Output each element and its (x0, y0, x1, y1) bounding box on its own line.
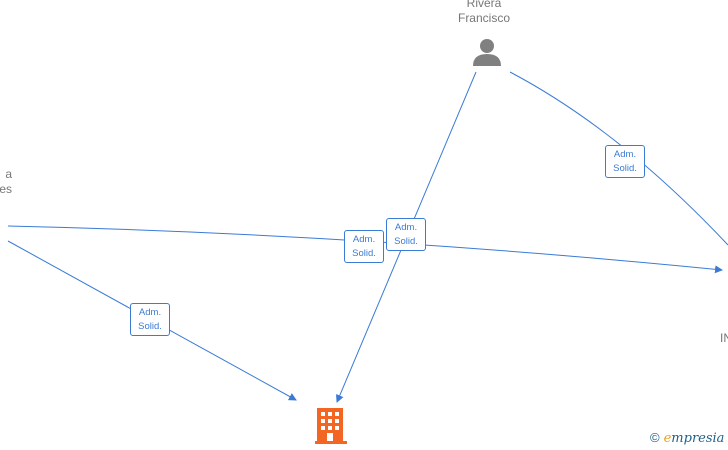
building-icon[interactable] (315, 408, 347, 449)
edge-label-left-company[interactable]: Adm. Solid. (130, 303, 170, 336)
empresia-brand: mpresia (671, 431, 725, 446)
edge-rivera-to-right (509, 71, 728, 246)
edge-label-left-right[interactable]: Adm. Solid. (344, 230, 384, 263)
copyright-symbol: © (650, 430, 660, 445)
node-label-rivera: Rivera Francisco (457, 0, 510, 25)
person-icon[interactable] (472, 37, 502, 72)
node-label-left-partial: a es (0, 167, 12, 196)
edge-label-rivera-right[interactable]: Adm. Solid. (605, 145, 645, 178)
node-label-right-partial: IN (720, 331, 728, 345)
edge-label-rivera-company[interactable]: Adm. Solid. (386, 218, 426, 251)
empresia-watermark: ©empresia (650, 430, 724, 446)
empresia-logo-e: e (663, 431, 672, 446)
